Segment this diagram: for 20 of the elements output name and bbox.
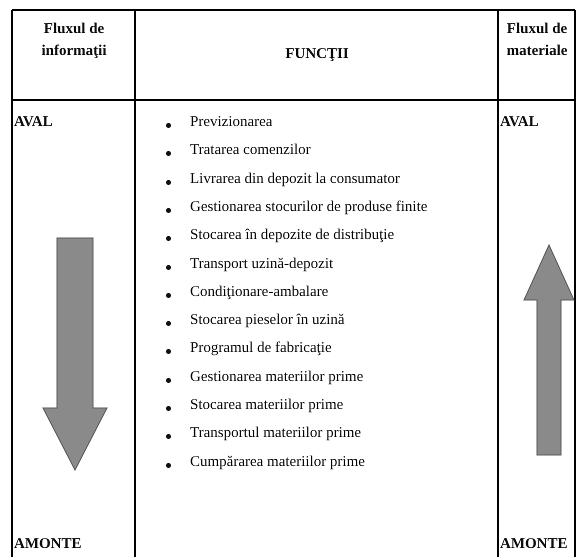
list-item: Cumpărarea materiilor prime: [190, 454, 365, 471]
flow-end-label: AVAL: [500, 114, 539, 131]
flow-end-label: AVAL: [14, 114, 53, 131]
list-item: Livrarea din depozit la consumator: [190, 170, 400, 188]
column-header: Fluxul de informaţii: [40, 20, 108, 61]
list-item: Gestionarea stocurilor de produse finite: [190, 198, 428, 216]
column-header: Fluxul de materiale: [506, 20, 568, 61]
list-item: Previzionarea: [190, 114, 272, 131]
list-item: Stocarea pieselor în uzină: [190, 312, 345, 330]
list-item: Stocarea în depozite de distribuţie: [190, 227, 394, 244]
list-item: Gestionarea materiilor prime: [190, 368, 364, 386]
list-item: Transport uzină-depozit: [190, 256, 334, 272]
list-item: Tratarea comenzilor: [190, 142, 311, 160]
list-item: Programul de fabricaţie: [190, 340, 332, 358]
list-item: Stocarea materiilor prime: [190, 397, 344, 414]
list-item: Transportul materiilor prime: [190, 425, 362, 442]
flow-end-label: AMONTE: [500, 536, 568, 553]
flow-end-label: AMONTE: [14, 536, 82, 553]
column-header: FUNCŢII: [284, 45, 350, 64]
list-item: Condiţionare-ambalare: [190, 284, 328, 301]
